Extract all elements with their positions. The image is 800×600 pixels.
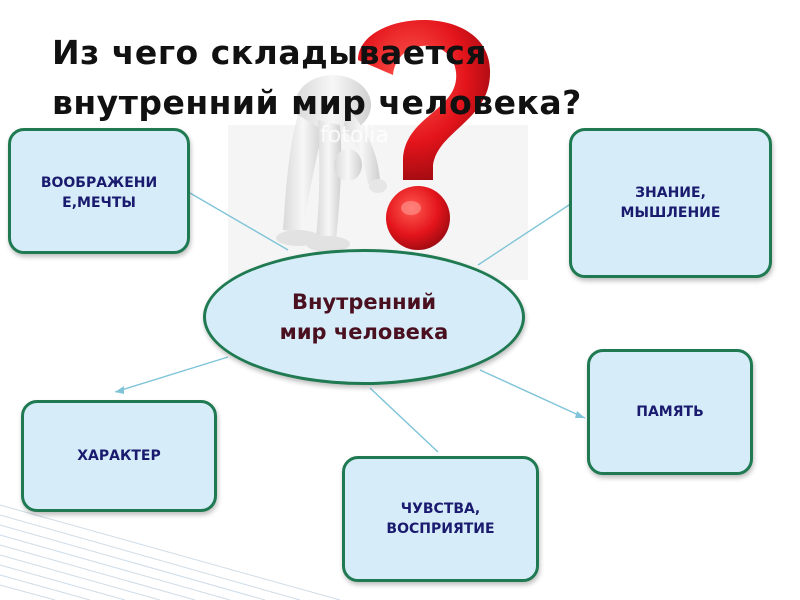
watermark-text: fotolia [320, 123, 389, 148]
node-memory: ПАМЯТЬ [587, 349, 753, 475]
connector-character [114, 356, 229, 393]
node-knowledge: ЗНАНИЕ, МЫШЛЕНИЕ [569, 128, 772, 278]
connector-feelings [369, 387, 439, 453]
question-mark-figure-icon: fotolia [228, 20, 528, 280]
node-imagination: ВООБРАЖЕНИ Е,МЕЧТЫ [8, 128, 190, 254]
connector-memory [479, 369, 586, 419]
node-feelings-label: ЧУВСТВА, ВОСПРИЯТИЕ [386, 501, 495, 537]
node-imagination-label: ВООБРАЖЕНИ Е,МЕЧТЫ [40, 175, 158, 211]
arrowhead-character [115, 386, 124, 394]
node-character-label: ХАРАКТЕР [77, 448, 161, 464]
node-memory-label: ПАМЯТЬ [636, 404, 704, 420]
title-line-1: Из чего складывается [52, 33, 488, 72]
connector-imagination [189, 192, 289, 251]
node-knowledge-label: ЗНАНИЕ, МЫШЛЕНИЕ [620, 185, 721, 221]
center-node-label: Внутренний мир человека [279, 290, 449, 344]
center-node: Внутренний мир человека [203, 249, 525, 385]
node-character: ХАРАКТЕР [21, 400, 217, 512]
arrowhead-memory [575, 411, 585, 418]
title-line-2: внутренний мир человека? [52, 83, 582, 122]
connector-knowledge [477, 202, 573, 266]
node-feelings: ЧУВСТВА, ВОСПРИЯТИЕ [342, 456, 539, 582]
page-title: Из чего складывается внутренний мир чело… [52, 28, 652, 128]
